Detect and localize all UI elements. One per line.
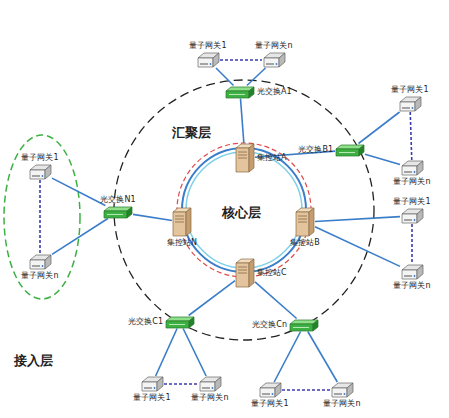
fiber-link bbox=[52, 178, 105, 205]
node-label: 量子网关1 bbox=[251, 400, 288, 408]
node-label: 光交换C1 bbox=[128, 318, 163, 326]
fiber-link bbox=[315, 227, 400, 267]
gateway-icon bbox=[330, 382, 354, 398]
gateway-node: 量子网关1 bbox=[400, 208, 424, 224]
station-node: 集控站A bbox=[235, 143, 255, 173]
node-label: 量子网关n bbox=[191, 394, 228, 402]
node-label: 量子网关1 bbox=[391, 86, 428, 94]
fiber-link bbox=[365, 154, 400, 164]
gateway-node: 量子网关1 bbox=[28, 164, 52, 180]
fiber-link bbox=[358, 112, 399, 144]
gateway-node: 量子网关n bbox=[262, 52, 286, 68]
fiber-link bbox=[308, 332, 338, 383]
node-label: 光交换N1 bbox=[100, 196, 135, 204]
fiber-link bbox=[255, 282, 297, 319]
fiber-link bbox=[247, 68, 266, 86]
station-node: 集控站B bbox=[295, 207, 315, 237]
node-label: 光交换Cn bbox=[252, 321, 287, 329]
gateway-dotted-link bbox=[411, 224, 413, 264]
layer-label: 核心层 bbox=[222, 204, 261, 222]
server-icon bbox=[235, 143, 255, 173]
gateway-icon bbox=[400, 208, 424, 224]
gateway-icon bbox=[140, 376, 164, 392]
gateway-icon bbox=[258, 382, 282, 398]
switch-icon bbox=[103, 206, 133, 219]
fiber-link bbox=[216, 68, 234, 86]
gateway-icon bbox=[196, 52, 220, 68]
node-label: 量子网关n bbox=[393, 282, 430, 290]
fiber-link bbox=[315, 217, 400, 222]
gateway-icon bbox=[262, 52, 286, 68]
switch-node: 光交换A1 bbox=[225, 86, 255, 99]
gateway-icon bbox=[400, 264, 424, 280]
core-red-ring bbox=[177, 143, 311, 277]
server-icon bbox=[235, 258, 255, 288]
gateway-node: 量子网关1 bbox=[140, 376, 164, 392]
switch-node: 光交换B1 bbox=[335, 144, 365, 157]
gateway-dotted-link bbox=[164, 383, 198, 385]
switch-node: 光交换N1 bbox=[103, 206, 133, 219]
gateway-icon bbox=[400, 160, 424, 176]
node-label: 量子网关1 bbox=[21, 154, 58, 162]
node-label: 光交换A1 bbox=[257, 88, 292, 96]
node-label: 集控站C bbox=[257, 269, 287, 277]
fiber-link bbox=[52, 219, 108, 255]
fiber-link bbox=[274, 332, 300, 383]
gateway-icon bbox=[198, 376, 222, 392]
node-label: 集控站A bbox=[257, 154, 286, 162]
server-icon bbox=[295, 207, 315, 237]
gateway-node: 量子网关n bbox=[28, 254, 52, 270]
node-label: 量子网关n bbox=[21, 272, 58, 280]
switch-node: 光交换Cn bbox=[289, 319, 319, 332]
node-label: 量子网关1 bbox=[393, 198, 430, 206]
gateway-node: 量子网关n bbox=[198, 376, 222, 392]
station-node: 集控站N bbox=[172, 207, 192, 237]
gateway-node: 量子网关n bbox=[400, 264, 424, 280]
node-label: 量子网关n bbox=[323, 400, 360, 408]
gateway-dotted-link bbox=[39, 180, 41, 254]
switch-icon bbox=[335, 144, 365, 157]
node-label: 量子网关1 bbox=[133, 394, 170, 402]
gateway-icon bbox=[28, 254, 52, 270]
fiber-link bbox=[189, 281, 235, 316]
node-label: 量子网关1 bbox=[189, 42, 226, 50]
switch-node: 光交换C1 bbox=[165, 316, 195, 329]
layer-label: 汇聚层 bbox=[172, 124, 211, 142]
gateway-node: 量子网关1 bbox=[196, 52, 220, 68]
fiber-link bbox=[156, 329, 177, 377]
gateway-dotted-link bbox=[410, 112, 412, 160]
switch-icon bbox=[289, 319, 319, 332]
node-label: 集控站B bbox=[290, 239, 320, 247]
fiber-link bbox=[240, 99, 243, 144]
station-node: 集控站C bbox=[235, 258, 255, 288]
gateway-dotted-link bbox=[282, 389, 330, 391]
switch-icon bbox=[225, 86, 255, 99]
fiber-link bbox=[183, 329, 206, 377]
node-label: 光交换B1 bbox=[298, 146, 333, 154]
gateway-dotted-link bbox=[220, 59, 262, 61]
aggregation-ring bbox=[114, 80, 374, 340]
core-blue-ring bbox=[182, 148, 306, 272]
gateway-icon bbox=[28, 164, 52, 180]
server-icon bbox=[172, 207, 192, 237]
node-label: 量子网关n bbox=[255, 42, 292, 50]
gateway-node: 量子网关1 bbox=[398, 96, 422, 112]
gateway-node: 量子网关n bbox=[400, 160, 424, 176]
gateway-node: 量子网关n bbox=[330, 382, 354, 398]
gateway-icon bbox=[398, 96, 422, 112]
fiber-link bbox=[133, 214, 172, 220]
access-ellipse bbox=[4, 135, 80, 299]
layer-label: 接入层 bbox=[14, 352, 53, 370]
switch-icon bbox=[165, 316, 195, 329]
gateway-node: 量子网关1 bbox=[258, 382, 282, 398]
node-label: 集控站N bbox=[167, 239, 197, 247]
node-label: 量子网关n bbox=[393, 178, 430, 186]
